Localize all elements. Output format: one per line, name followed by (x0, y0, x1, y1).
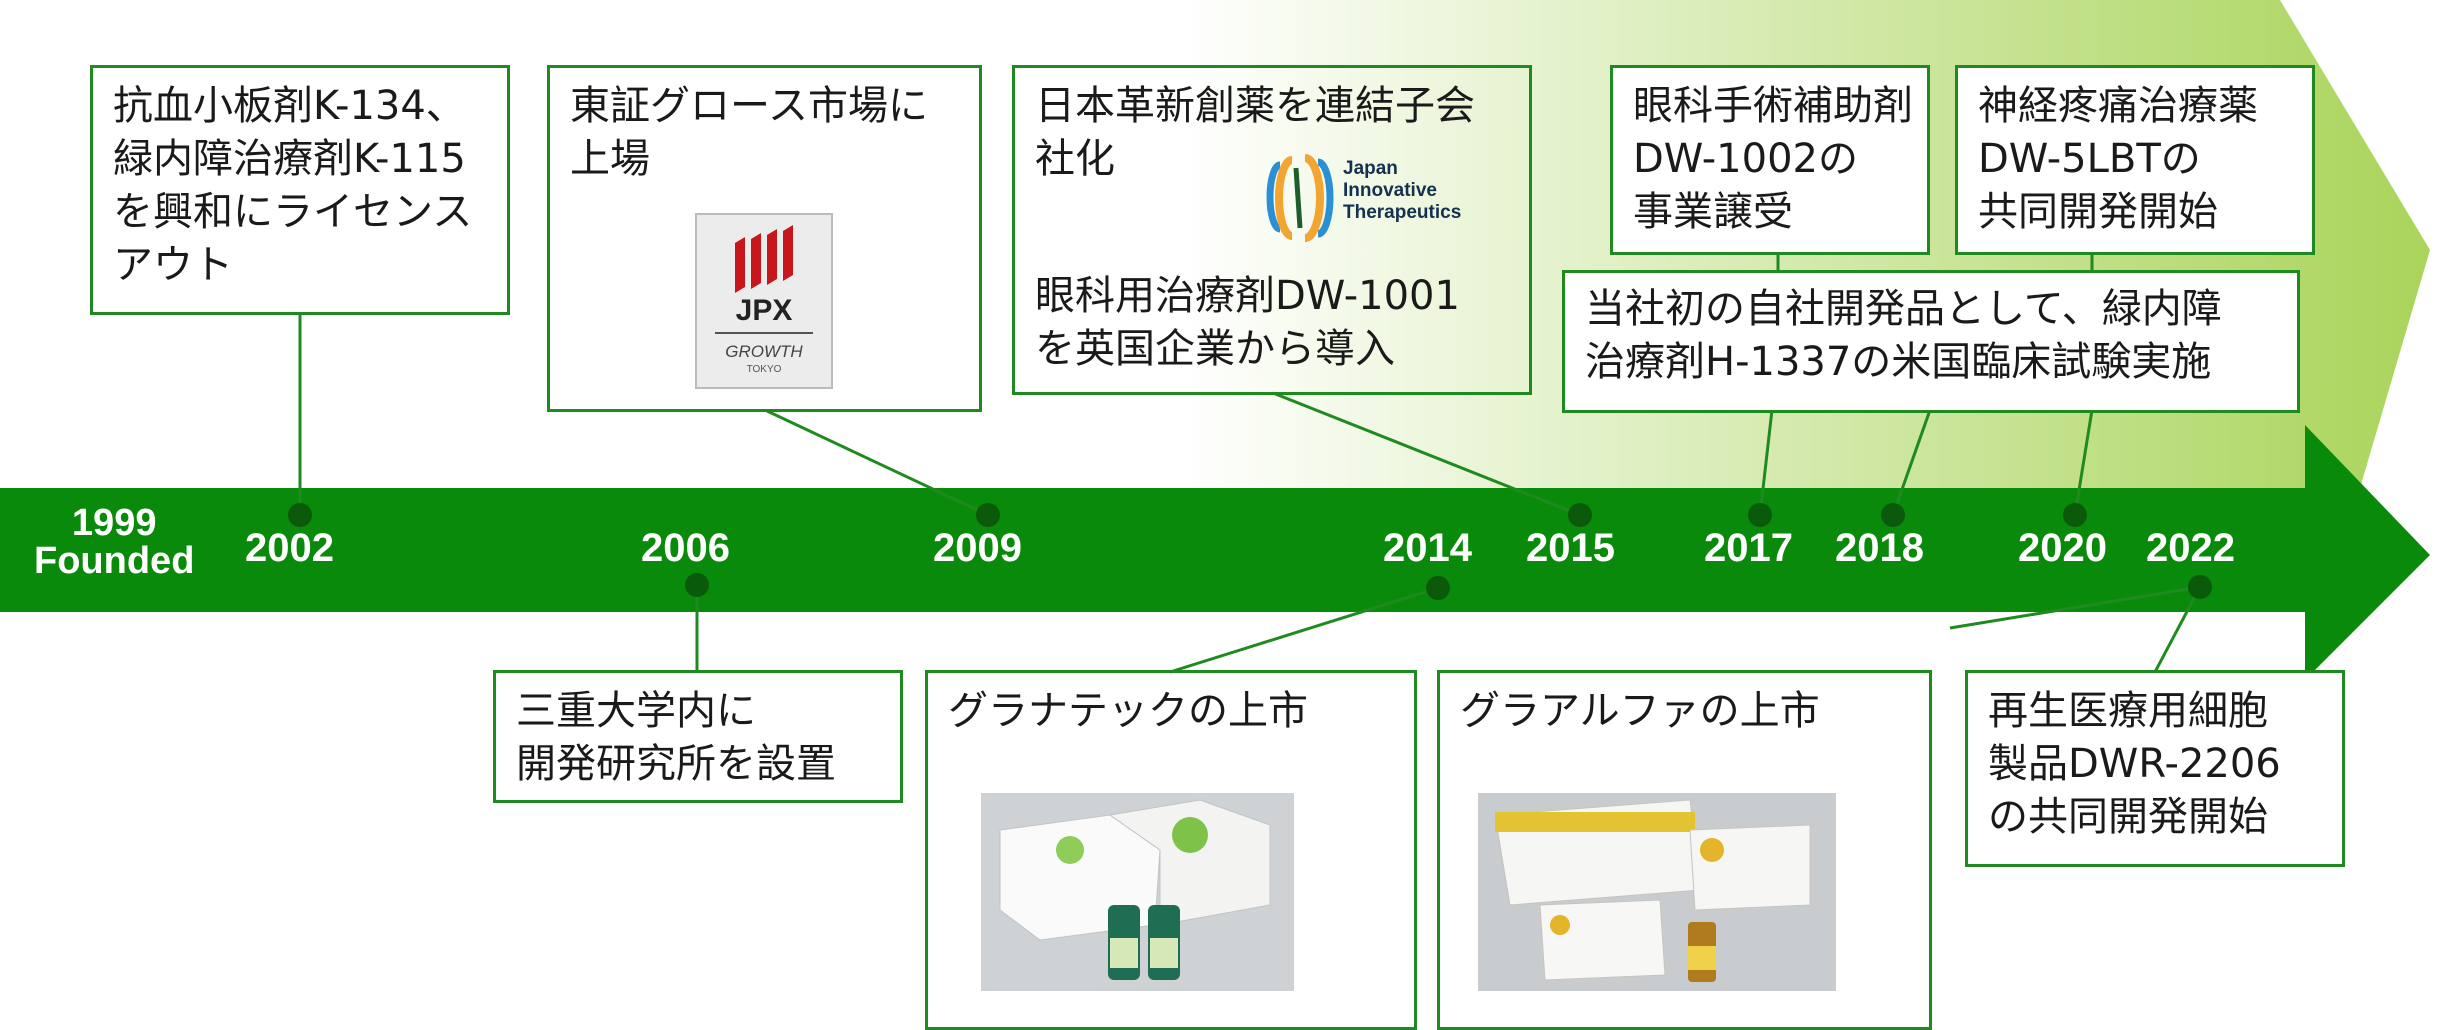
jit-logo-icon (1266, 154, 1334, 242)
event-2006-box: 三重大学内に 開発研究所を設置 (493, 670, 903, 803)
event-2018-box: 当社初の自社開発品として、緑内障 治療剤H-1337の米国臨床試験実施 (1562, 270, 2300, 413)
event-2020-box: 神経疼痛治療薬 DW-5LBTの 共同開発開始 (1955, 65, 2315, 255)
year-2009: 2009 (933, 526, 1022, 570)
jpx-mark-text: JPX (736, 294, 793, 327)
timeline-arrow (0, 425, 2430, 680)
year-2022: 2022 (2146, 526, 2235, 570)
event-2017-box: 眼科手術補助剤 DW-1002の 事業譲受 (1610, 65, 1930, 255)
event-2014-box: グラナテックの上市 (925, 670, 1417, 1030)
founded-label: 1999 Founded (34, 504, 194, 580)
year-2017: 2017 (1704, 526, 1793, 570)
year-2014: 2014 (1383, 526, 1472, 570)
jpx-sub-text: GROWTH (725, 342, 803, 361)
event-2020-text: 神経疼痛治療薬 DW-5LBTの 共同開発開始 (1978, 83, 2258, 235)
jpx-city-text: TOKYO (747, 364, 782, 375)
event-2002-box: 抗血小板剤K-134、 緑内障治療剤K-115 を興和にライセンス アウト (90, 65, 510, 315)
event-2009-text: 東証グロース市場に 上場 (570, 83, 928, 182)
connector-lines (298, 253, 2202, 674)
year-2015: 2015 (1526, 526, 1615, 570)
event-2015-text-a: 日本革新創薬を連結子会 社化 (1035, 83, 1475, 182)
event-2002-text: 抗血小板剤K-134、 緑内障治療剤K-115 を興和にライセンス アウト (113, 83, 473, 288)
event-2022-product-text: グラアルファの上市 (1460, 688, 1820, 734)
jit-logo-line3: Therapeutics (1343, 202, 1462, 223)
event-2015-box: 日本革新創薬を連結子会 社化 眼科用治療剤DW-1001 を英国企業から導入 (1012, 65, 1532, 395)
event-2015-text-b: 眼科用治療剤DW-1001 を英国企業から導入 (1035, 273, 1460, 372)
glaalpha-product-photo (1478, 793, 1836, 991)
year-2006: 2006 (641, 526, 730, 570)
founded-year: 1999 (71, 502, 157, 544)
event-2018-text: 当社初の自社開発品として、緑内障 治療剤H-1337の米国臨床試験実施 (1585, 286, 2222, 385)
year-2002: 2002 (245, 526, 334, 570)
event-2006-text: 三重大学内に 開発研究所を設置 (516, 688, 836, 787)
event-2022-text: 再生医療用細胞 製品DWR-2206 の共同開発開始 (1988, 688, 2281, 840)
event-2017-text: 眼科手術補助剤 DW-1002の 事業譲受 (1633, 83, 1913, 235)
founded-text: Founded (34, 540, 195, 582)
timeline-dots (288, 503, 2212, 600)
jpx-logo-icon: JPX GROWTH TOKYO (695, 213, 833, 389)
event-2022-product-box: グラアルファの上市 (1437, 670, 1932, 1030)
jit-logo-line1: Japan (1343, 158, 1398, 179)
granatec-product-photo (981, 793, 1294, 991)
year-2018: 2018 (1835, 526, 1924, 570)
event-2022-box: 再生医療用細胞 製品DWR-2206 の共同開発開始 (1965, 670, 2345, 867)
event-2014-text: グラナテックの上市 (948, 688, 1308, 734)
jit-logo-line2: Innovative (1343, 180, 1437, 201)
year-2020: 2020 (2018, 526, 2107, 570)
